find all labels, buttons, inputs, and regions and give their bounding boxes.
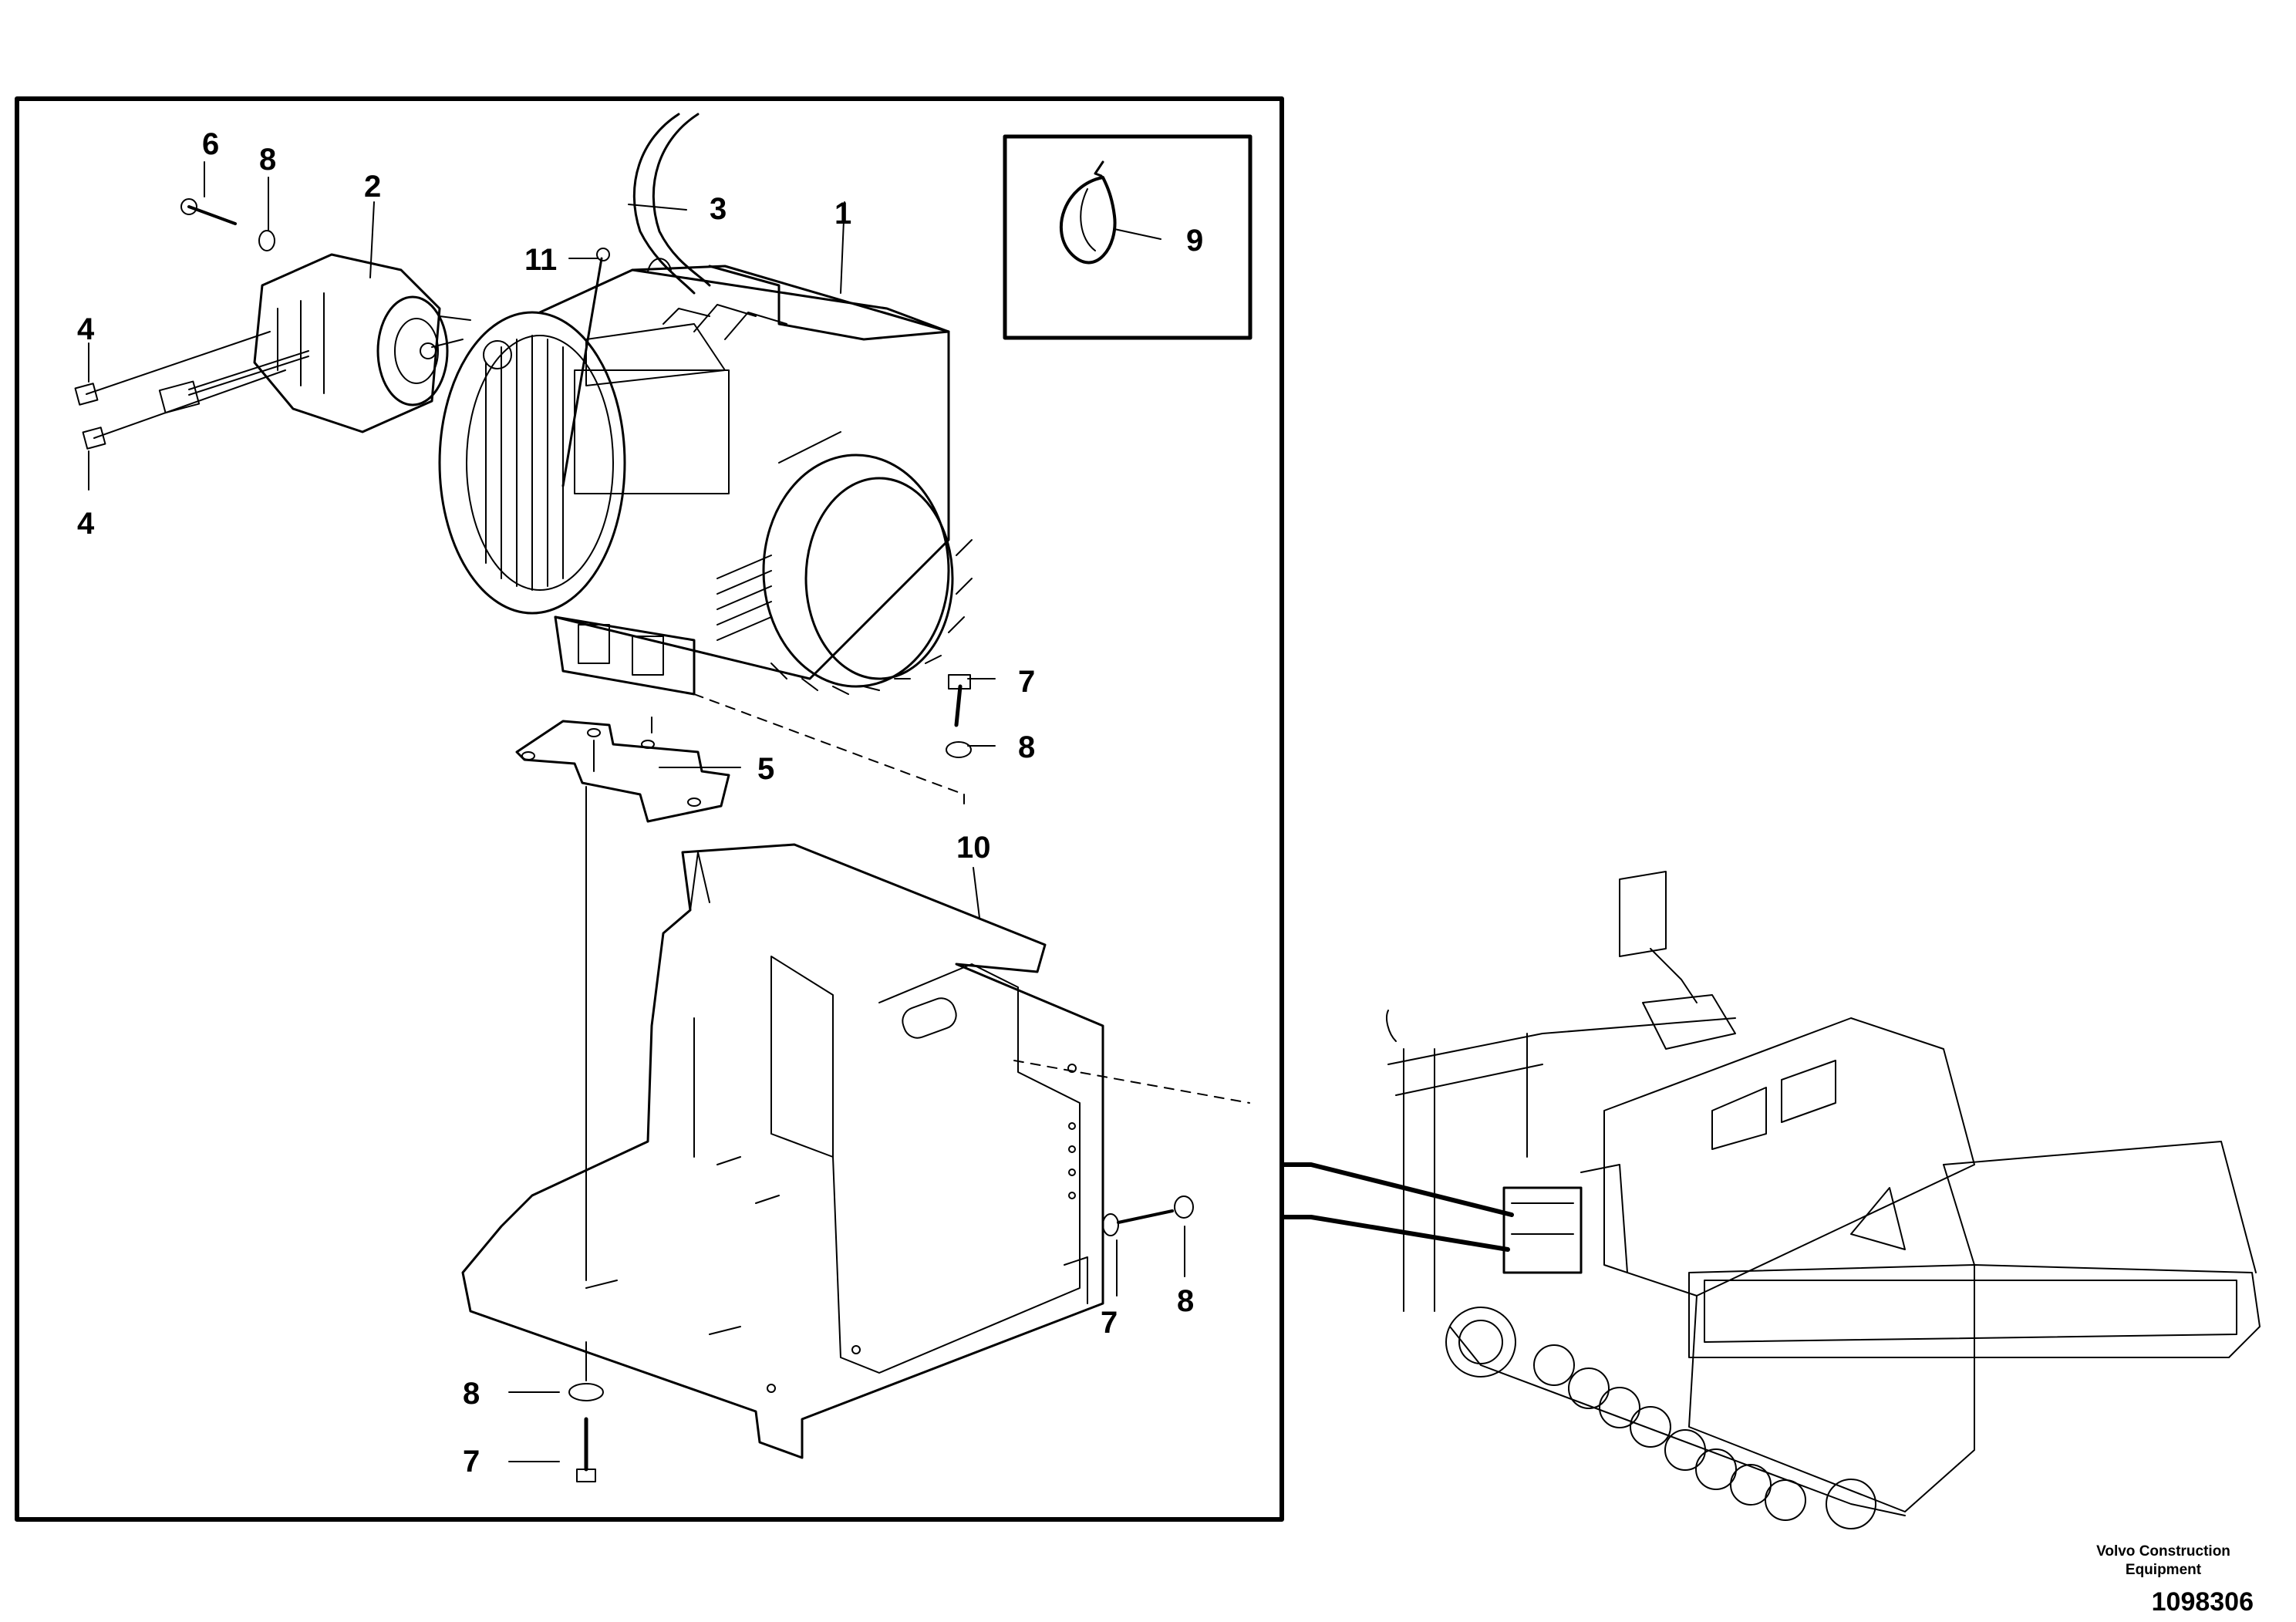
pump-part [158,253,471,433]
callout-1: 1 [834,197,851,231]
washer-8-side-part [1174,1195,1194,1219]
locator-line-lower [1279,1215,1510,1252]
screw-11-part [561,248,610,487]
callout-7-bottom: 7 [463,1445,480,1479]
machine-overview [1386,871,2261,1529]
callout-2: 2 [364,170,381,204]
callout-3: 3 [710,192,727,226]
plug-4-lower-part [82,369,286,450]
company-name: Volvo Construction Equipment [2063,1543,2264,1580]
company-line-1: Volvo Construction [2096,1543,2230,1560]
callout-8-bottom: 8 [463,1377,480,1411]
plug-4-upper-part [74,331,271,406]
washer-8-bottom-part [568,1383,604,1401]
screw-7-side-part [1102,1209,1174,1236]
callout-10: 10 [956,831,991,865]
cable-tie-part [1059,160,1117,265]
inset-frame [1003,134,1253,340]
detail-frame [15,96,1284,1522]
callout-8-side: 8 [1177,1284,1194,1318]
drawing-number: 1098306 [2151,1587,2254,1617]
bracket-5-part [515,720,730,823]
callout-11: 11 [524,243,557,277]
callout-7-side: 7 [1101,1306,1118,1340]
generator-part [438,258,973,696]
screw-6-part [180,198,237,225]
callout-4-upper: 4 [77,312,95,346]
washer-8-gen-part [946,741,972,758]
screw-7-bottom-part [576,1417,596,1482]
callout-5: 5 [757,752,774,786]
callout-8-generator: 8 [1018,730,1035,764]
support-frame-10-part [461,843,1104,1459]
locator-line-upper [1279,1162,1514,1217]
callout-7-generator: 7 [1018,665,1035,699]
screw-7-gen-part [948,674,971,727]
callout-8-top: 8 [259,143,276,177]
callout-4-lower: 4 [77,507,95,541]
callout-6: 6 [202,127,219,161]
company-line-2: Equipment [2125,1562,2202,1578]
washer-8-top-part [258,230,275,251]
callout-9: 9 [1186,224,1203,258]
